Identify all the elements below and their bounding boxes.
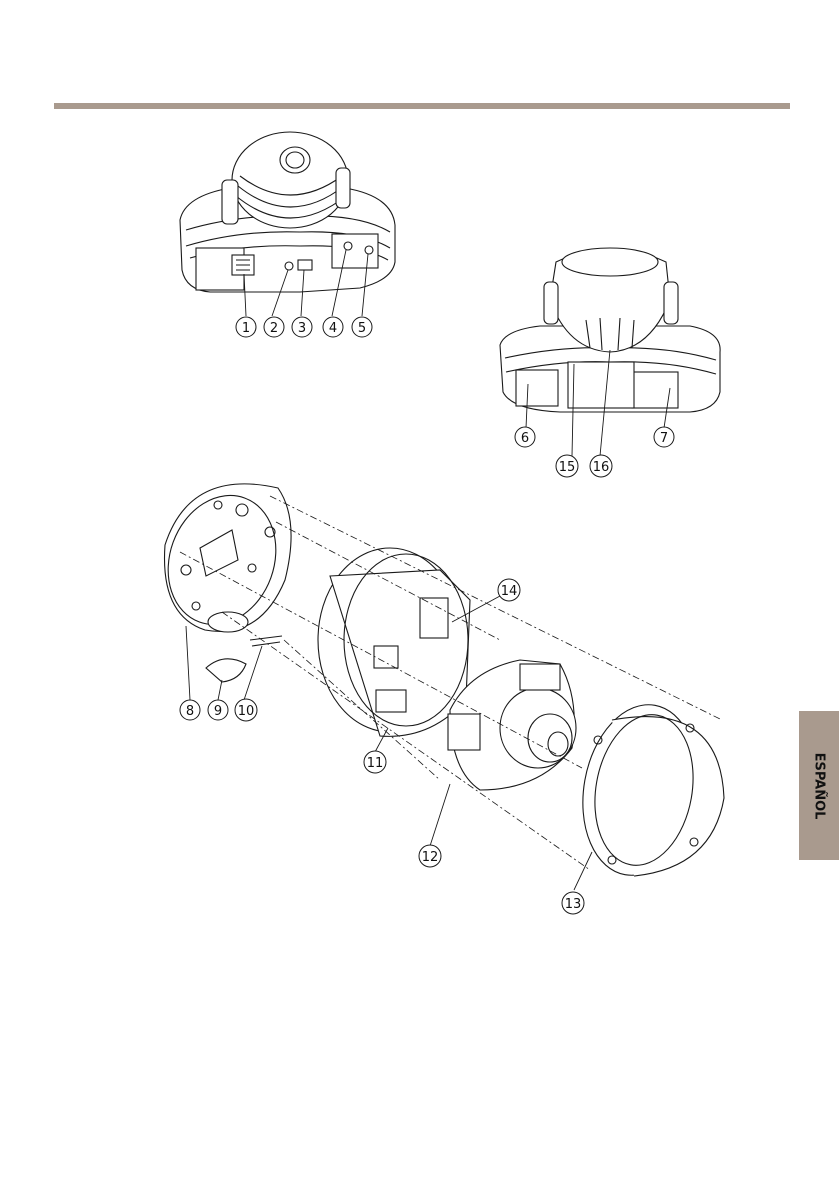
callout-6: 6	[515, 427, 535, 447]
callout-11: 11	[364, 751, 386, 773]
svg-text:15: 15	[559, 460, 576, 475]
camera-exploded-view	[151, 480, 724, 890]
callout-10: 10	[235, 699, 257, 721]
camera-bottom-view	[500, 248, 720, 456]
svg-text:7: 7	[660, 431, 668, 446]
svg-text:1: 1	[242, 321, 250, 336]
callout-3: 3	[292, 317, 312, 337]
svg-text:8: 8	[186, 704, 194, 719]
language-label: ESPAÑOL	[812, 752, 827, 819]
callout-1: 1	[236, 317, 256, 337]
callout-9: 9	[208, 700, 228, 720]
callout-16: 16	[590, 455, 612, 477]
svg-text:10: 10	[238, 704, 255, 719]
callout-14: 14	[498, 579, 520, 601]
svg-text:5: 5	[358, 321, 366, 336]
svg-text:2: 2	[270, 321, 278, 336]
callout-4: 4	[323, 317, 343, 337]
callout-2: 2	[264, 317, 284, 337]
svg-text:16: 16	[593, 460, 610, 475]
svg-text:11: 11	[367, 756, 384, 771]
svg-text:14: 14	[501, 584, 518, 599]
callout-7: 7	[654, 427, 674, 447]
callout-12: 12	[419, 845, 441, 867]
svg-text:12: 12	[422, 850, 439, 865]
svg-text:6: 6	[521, 431, 529, 446]
callout-13: 13	[562, 892, 584, 914]
callout-15: 15	[556, 455, 578, 477]
callout-5: 5	[352, 317, 372, 337]
camera-top-view	[180, 132, 395, 316]
svg-text:3: 3	[298, 321, 306, 336]
svg-text:4: 4	[329, 321, 337, 336]
callout-8: 8	[180, 700, 200, 720]
svg-text:9: 9	[214, 704, 222, 719]
svg-text:13: 13	[565, 897, 582, 912]
language-side-tab: ESPAÑOL	[799, 711, 839, 860]
